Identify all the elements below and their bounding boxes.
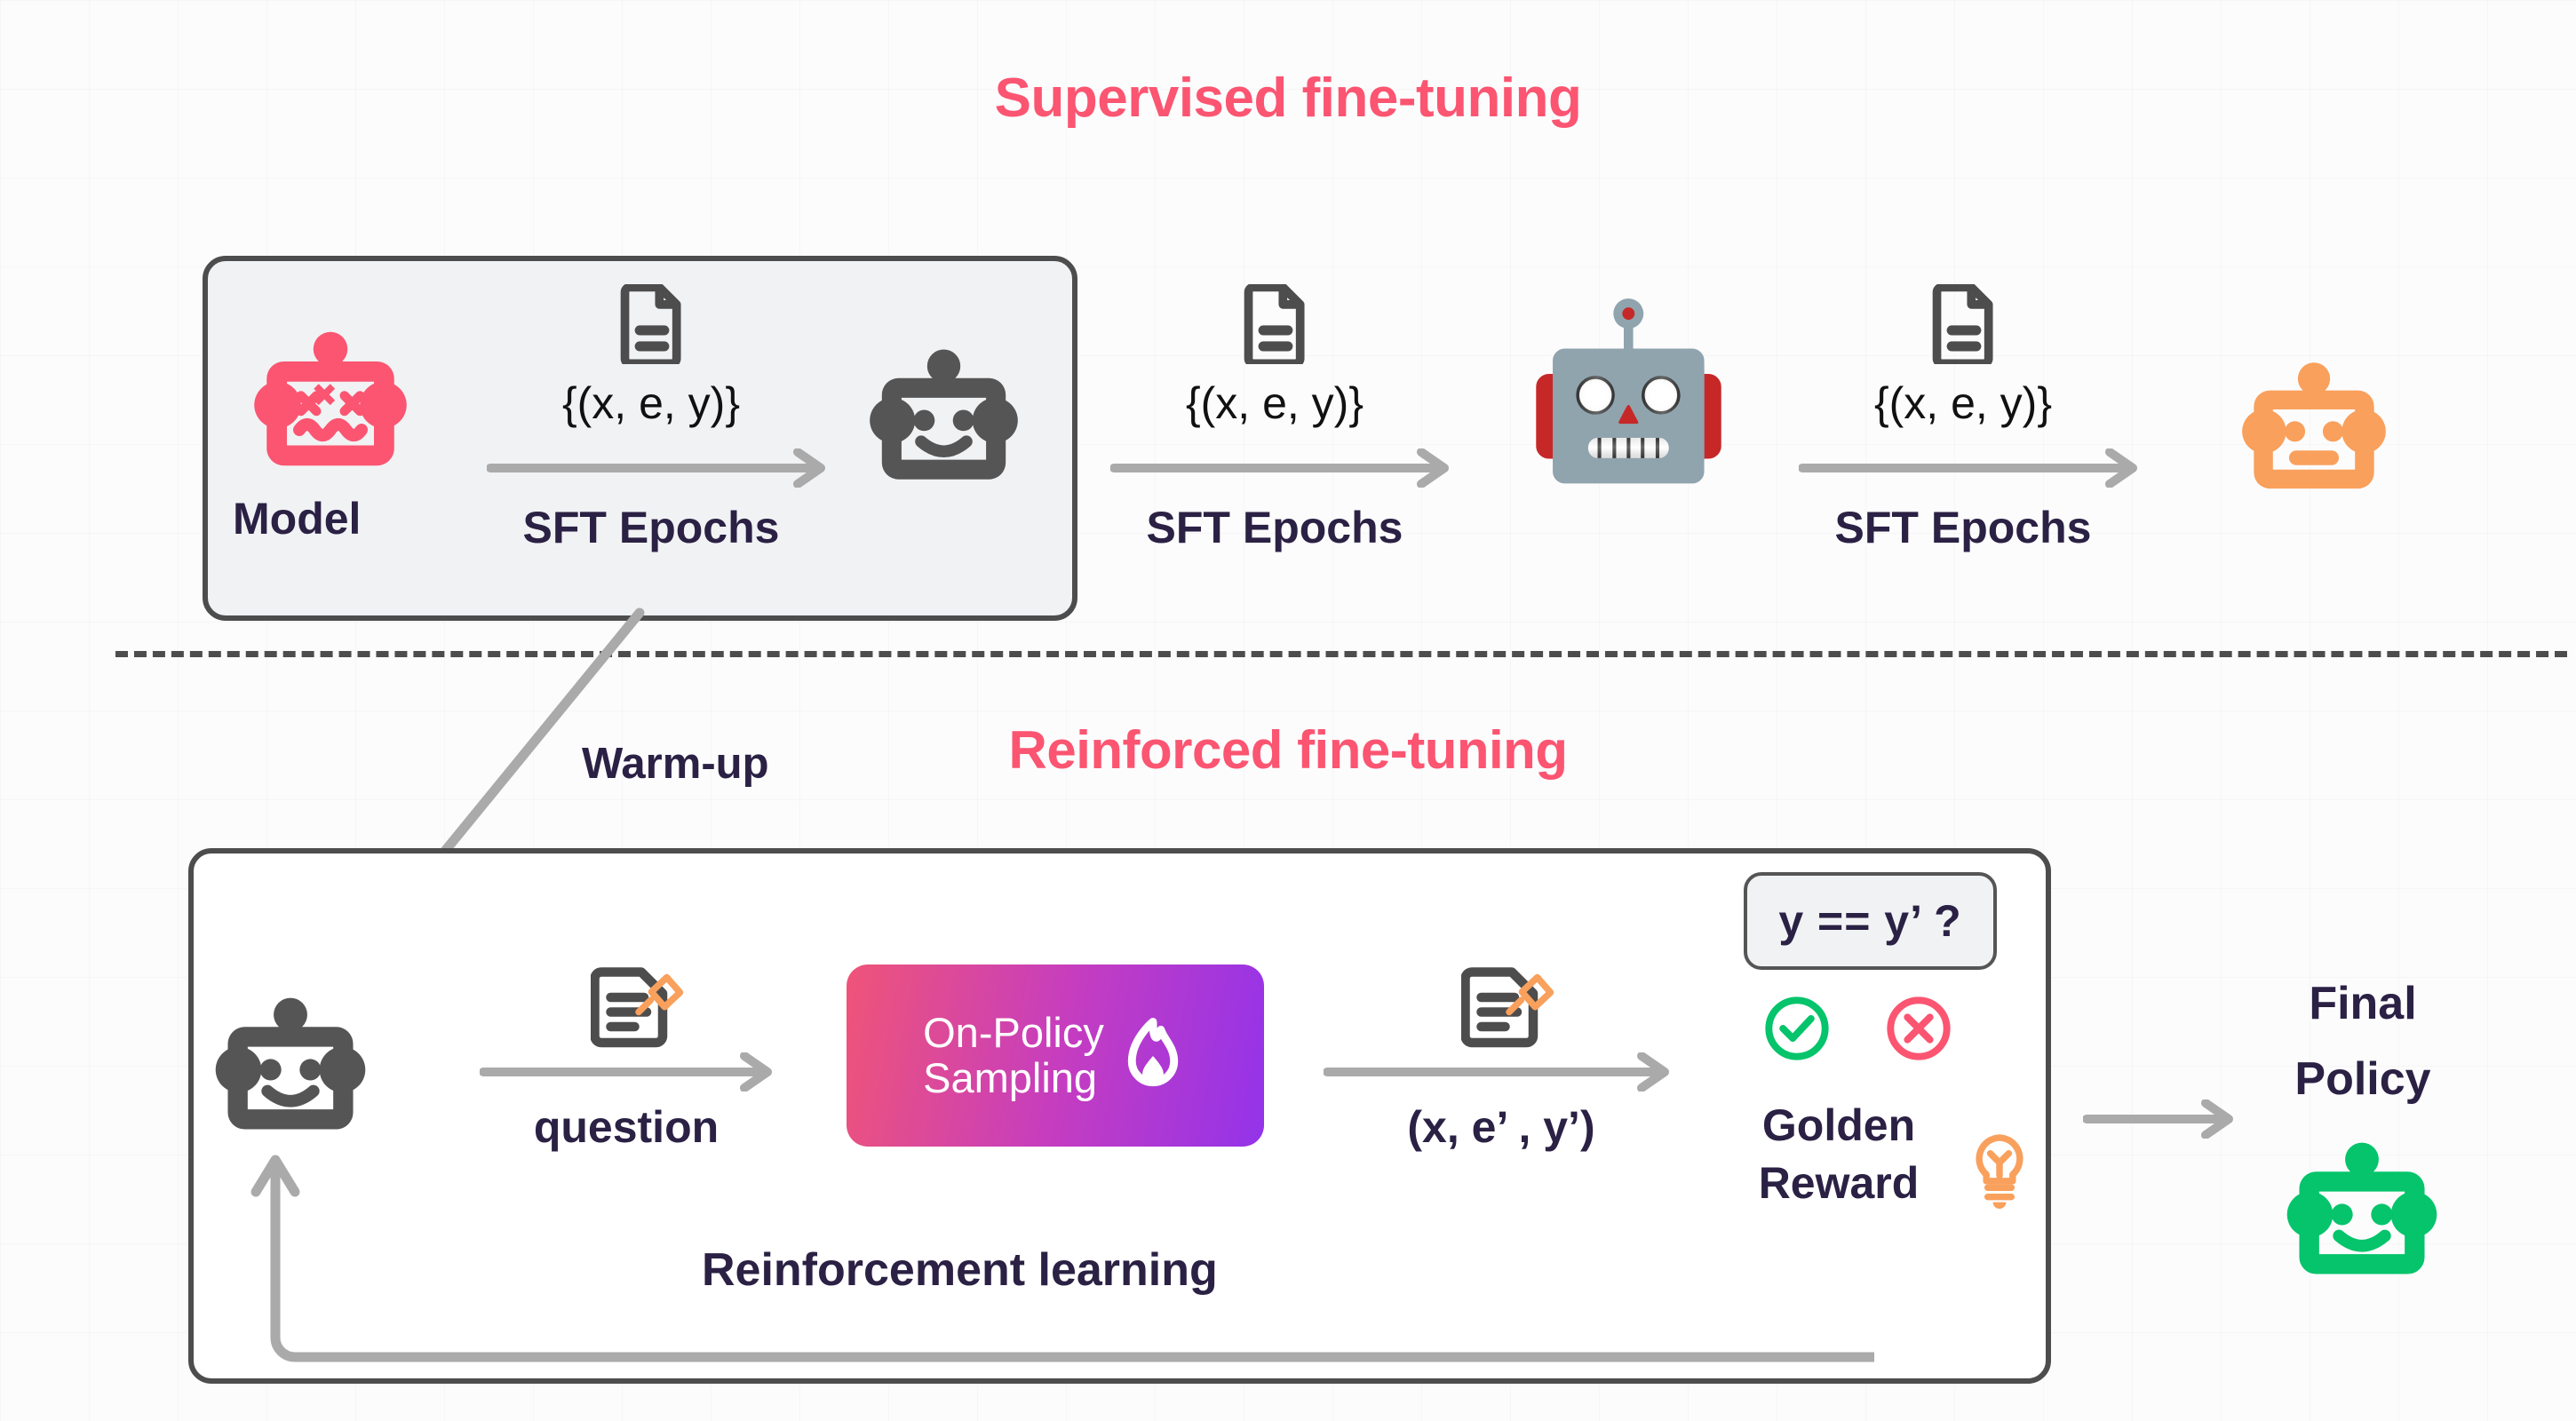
sft-dataset-label-2: {(x, e, y)} [1185, 378, 1364, 428]
orange-robot-icon [2238, 355, 2389, 502]
model-label: Model [233, 494, 362, 544]
sft-dataset-label-3: {(x, e, y)} [1873, 378, 2053, 428]
x-circle-icon[interactable] [1885, 995, 1952, 1067]
final-policy-label-line1: Final [2309, 978, 2417, 1029]
check-circle-icon[interactable] [1763, 995, 1831, 1067]
sft-dataset-label-1: {(x, e, y)} [561, 378, 741, 428]
rft-section-title: Reinforced fine-tuning [1008, 720, 1568, 780]
sft-caption-2: SFT Epochs [1146, 503, 1403, 552]
on-policy-sampling-box[interactable]: On-Policy Sampling [847, 965, 1264, 1147]
sft-robot-icon [866, 342, 1022, 493]
sft-caption-1: SFT Epochs [522, 503, 780, 552]
document-pinned-icon [590, 964, 684, 1057]
final-arrow-icon [2083, 1099, 2233, 1139]
document-pinned-icon [1460, 964, 1554, 1057]
warmup-label: Warm-up [582, 740, 769, 788]
arrow-right-icon [1324, 1052, 1669, 1092]
emoji-robot-icon: 🤖 [1523, 297, 1734, 485]
flame-icon [1127, 1017, 1179, 1086]
equality-check-box[interactable]: y == y’ ? [1744, 872, 1997, 970]
broken-model-robot-icon [250, 324, 410, 480]
reinforcement-learning-label: Reinforcement learning [702, 1244, 1218, 1296]
arrow-right-icon [480, 1052, 772, 1092]
golden-reward-label-line2: Reward [1758, 1158, 1920, 1208]
section-divider [115, 651, 2567, 657]
arrow-right-icon [487, 449, 825, 488]
golden-reward-label-line1: Golden [1761, 1100, 1916, 1150]
arrow-right-icon [1110, 449, 1449, 488]
reinforcement-loop-arrow-icon [250, 1155, 1874, 1362]
document-icon [620, 282, 684, 369]
question-label: question [533, 1102, 720, 1152]
sft-caption-3: SFT Epochs [1834, 503, 2092, 552]
on-policy-sampling-label: On-Policy Sampling [923, 1008, 1104, 1101]
lightbulb-icon [1968, 1132, 2031, 1213]
final-policy-robot-icon [2283, 1135, 2441, 1288]
document-icon [1244, 282, 1308, 369]
final-policy-label-line2: Policy [2294, 1053, 2431, 1105]
sample-label: (x, e’ , y’) [1407, 1102, 1595, 1152]
arrow-right-icon [1799, 449, 2137, 488]
equality-check-label: y == y’ ? [1778, 896, 1962, 946]
policy-robot-icon [211, 990, 370, 1143]
sft-section-title: Supervised fine-tuning [994, 67, 1582, 129]
document-icon [1932, 282, 1996, 369]
